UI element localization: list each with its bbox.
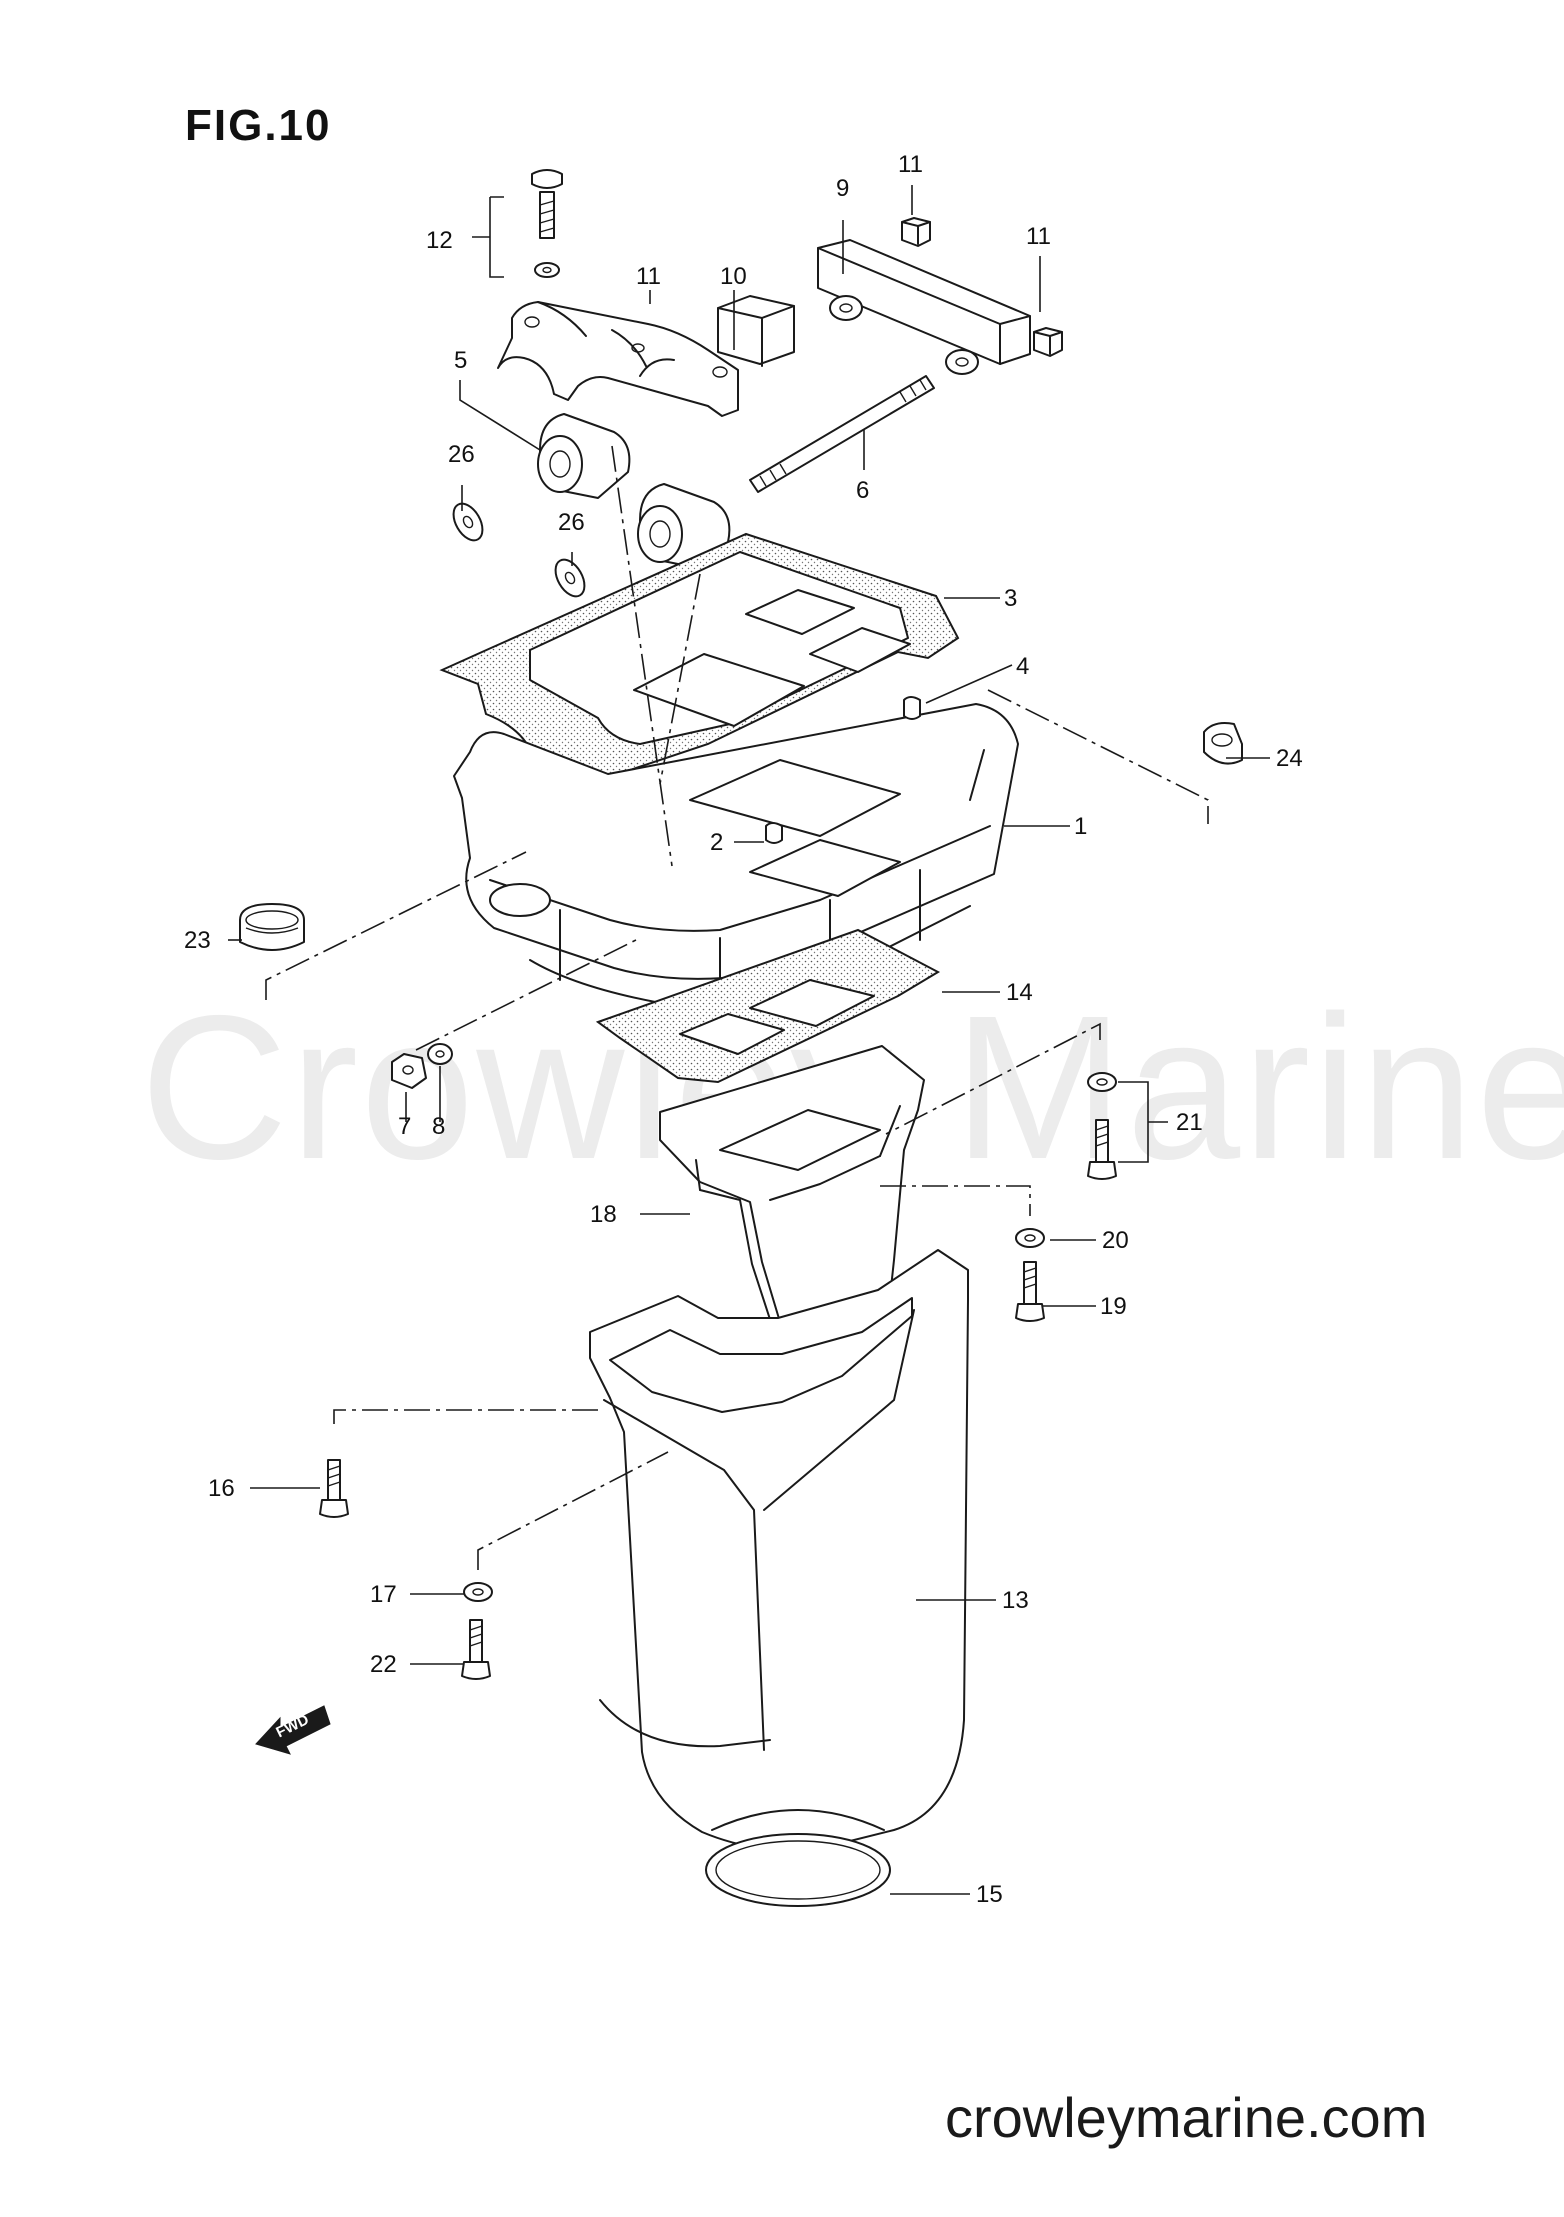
callout-1: 1 [1074, 813, 1087, 840]
part-8-washer [427, 1043, 453, 1065]
callout-labels: 12 11 10 5 9 11 11 6 26 26 3 4 24 1 2 23… [184, 151, 1303, 1908]
callout-25: 24 [1276, 745, 1303, 772]
part-15-gasket [595, 928, 941, 1084]
part-21-washer [1015, 1228, 1045, 1248]
callout-11a: 11 [898, 151, 923, 178]
figure-title: FIG.10 [185, 101, 332, 150]
part-12-mount-bracket [497, 301, 739, 417]
callout-4: 4 [1016, 653, 1029, 680]
part-11-nut-b [1033, 327, 1063, 357]
part-23-bolt [461, 1619, 491, 1680]
part-1-engine-holder [453, 703, 1019, 1013]
callout-22: 21 [1176, 1109, 1203, 1136]
website-url: crowleymarine.com [945, 2086, 1428, 2149]
callout-16: 15 [976, 1881, 1003, 1908]
part-22-bolt-washer [1087, 1072, 1117, 1180]
part-11-nut-a [901, 217, 931, 247]
callout-20: 19 [1100, 1293, 1127, 1320]
callout-3: 3 [1004, 585, 1017, 612]
callout-6: 6 [856, 477, 869, 504]
part-18-washer [463, 1582, 493, 1602]
part-17-bolt [319, 1459, 349, 1518]
callout-14: 13 [1002, 1587, 1029, 1614]
callout-12: 11 [636, 263, 661, 290]
part-3-gasket [439, 532, 960, 786]
callout-24: 23 [184, 927, 211, 954]
part-26-washer-b [554, 558, 586, 598]
part-6-stud [749, 375, 935, 493]
part-16-seal-ring [705, 1809, 891, 1907]
part-13-bolt [531, 169, 563, 278]
callout-19: 18 [590, 1201, 617, 1228]
callout-26b: 26 [558, 509, 585, 536]
part-9-upper-mount [817, 239, 1031, 375]
callout-15: 14 [1006, 979, 1033, 1006]
callout-7: 7 [398, 1113, 411, 1140]
callout-8: 8 [432, 1113, 445, 1140]
part-10-rubber-block [717, 295, 795, 367]
callout-26a: 26 [448, 441, 475, 468]
part-25-grommet [1203, 722, 1243, 765]
callout-18: 17 [370, 1581, 397, 1608]
callout-23: 22 [370, 1651, 397, 1678]
callout-11b: 11 [1026, 223, 1051, 250]
part-20-bolt [1015, 1261, 1045, 1322]
fwd-arrow-icon: FWD [255, 1705, 331, 1755]
callout-10: 10 [720, 263, 747, 290]
part-26-washer-a [452, 502, 484, 542]
callout-9: 9 [836, 175, 849, 202]
part-5-rubber-mount [537, 413, 731, 569]
part-4-dowel-pin [903, 696, 921, 720]
callout-5: 5 [454, 347, 467, 374]
callout-21: 20 [1102, 1227, 1129, 1254]
part-24-seal [239, 903, 305, 951]
callout-17: 16 [208, 1475, 235, 1502]
callout-2: 2 [710, 829, 723, 856]
leader-lines [228, 185, 1270, 1895]
part-2-dowel-pin [765, 822, 783, 844]
reference-lines [265, 445, 1209, 1570]
callout-13: 12 [426, 227, 453, 254]
part-7-nut [391, 1053, 427, 1089]
part-14-extension-case [589, 1249, 969, 1852]
